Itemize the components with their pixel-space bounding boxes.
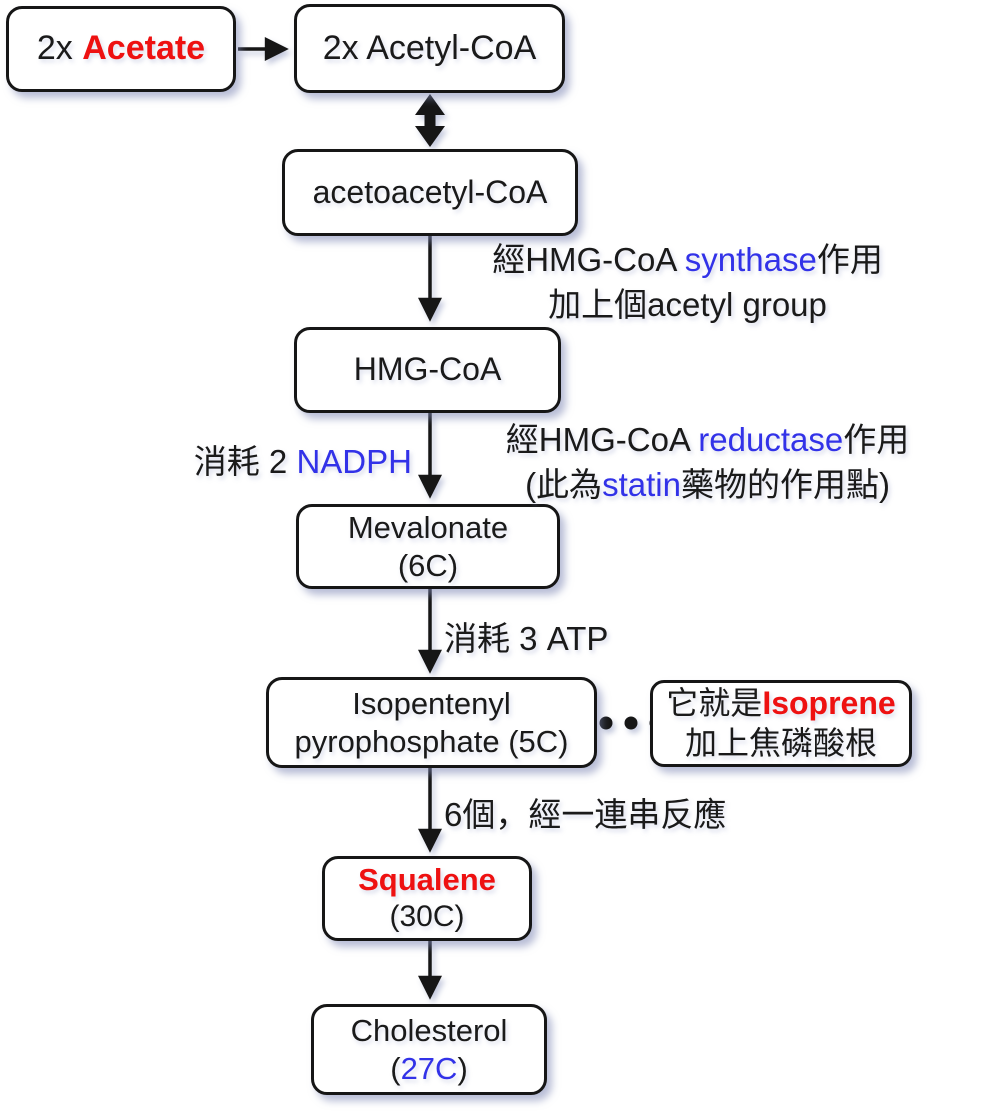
statin-pre: (此為 xyxy=(525,465,603,503)
synthase-post: 作用 xyxy=(816,241,883,278)
reductase-pre: 經HMG-CoA xyxy=(505,421,699,458)
node-hmg-coa: HMG-CoA xyxy=(294,327,561,413)
annotation-nadph: 消耗 2 NADPH xyxy=(140,440,412,485)
annotation-hmg-reductase: 經HMG-CoA reductase作用 (此為statin藥物的作用點) xyxy=(440,418,975,508)
annotation-hmg-synthase-line2: 加上個acetyl group xyxy=(548,285,827,323)
node-squalene: Squalene (30C) xyxy=(322,856,532,941)
acetate-prefix: 2x xyxy=(36,29,83,68)
cholesterol-paren-open: ( xyxy=(390,1050,401,1086)
node-isopentenyl-pyrophosphate: Isopentenyl pyrophosphate (5C) xyxy=(266,677,597,768)
statin-post: 藥物的作用點) xyxy=(680,465,890,503)
synthase-enzyme: synthase xyxy=(684,241,817,278)
node-acetate-label: 2x Acetate xyxy=(37,28,205,69)
isoprene-note-line1: 它就是Isoprene xyxy=(666,684,895,723)
isoprene-note-name: Isoprene xyxy=(762,685,896,722)
node-ipp-name2: pyrophosphate (5C) xyxy=(294,723,569,759)
statin-drug: statin xyxy=(602,465,681,503)
node-hmg-coa-label: HMG-CoA xyxy=(353,351,502,388)
cholesterol-paren-close: ) xyxy=(457,1050,468,1086)
annotation-atp: 消耗 3 ATP xyxy=(444,620,609,657)
node-mevalonate: Mevalonate (6C) xyxy=(296,504,560,589)
node-acetoacetyl-coa-label: acetoacetyl-CoA xyxy=(312,173,548,210)
node-acetyl-coa-label: 2x Acetyl-CoA xyxy=(322,28,537,67)
node-cholesterol-carbons: (27C) xyxy=(390,1050,468,1088)
node-acetate: 2x Acetate xyxy=(6,6,236,92)
node-mevalonate-carbons: (6C) xyxy=(397,547,459,583)
node-ipp-name: Isopentenyl xyxy=(352,685,511,721)
node-squalene-name: Squalene xyxy=(358,862,496,898)
synthase-pre: 經HMG-CoA xyxy=(492,241,685,278)
annotation-condensation: 6個，經一連串反應 xyxy=(444,796,727,833)
annotation-hmg-reductase-line1: 經HMG-CoA reductase作用 xyxy=(440,418,975,463)
acetate-name: Acetate xyxy=(82,29,206,68)
isoprene-note-pre: 它就是 xyxy=(666,685,763,722)
node-cholesterol-name: Cholesterol xyxy=(350,1012,508,1048)
nadph-cofactor: NADPH xyxy=(296,443,412,480)
reductase-enzyme: reductase xyxy=(698,421,844,458)
node-acetoacetyl-coa: acetoacetyl-CoA xyxy=(282,149,578,236)
node-acetyl-coa: 2x Acetyl-CoA xyxy=(294,4,565,93)
cholesterol-carbon-count: 27C xyxy=(400,1050,458,1086)
nadph-pre: 消耗 2 xyxy=(193,443,297,480)
node-cholesterol: Cholesterol (27C) xyxy=(311,1004,547,1095)
annotation-hmg-synthase-line1: 經HMG-CoA synthase作用 xyxy=(440,238,935,283)
isoprene-note-line2: 加上焦磷酸根 xyxy=(684,724,877,761)
annotation-hmg-synthase: 經HMG-CoA synthase作用 加上個acetyl group xyxy=(440,238,935,328)
node-squalene-carbons: (30C) xyxy=(389,900,465,934)
double-arrow-acetylcoa-acetoacetyl-icon xyxy=(415,94,445,147)
node-mevalonate-name: Mevalonate xyxy=(347,509,509,545)
annotation-hmg-reductase-line2: (此為statin藥物的作用點) xyxy=(440,463,975,508)
reductase-post: 作用 xyxy=(843,421,910,458)
node-isoprene-note: 它就是Isoprene 加上焦磷酸根 xyxy=(650,680,912,767)
